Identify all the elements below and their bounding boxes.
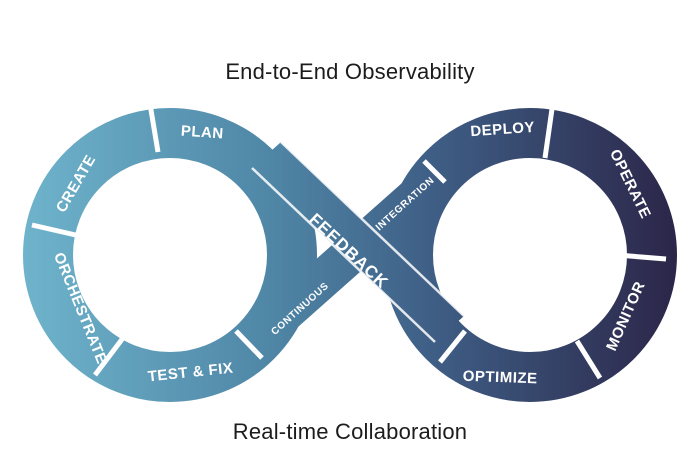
phase-deploy-label: DEPLOY <box>470 119 536 140</box>
right-loop-ring <box>383 108 677 402</box>
phase-plan-label: PLAN <box>180 123 224 143</box>
segment-dividers <box>31 103 667 380</box>
band-feedback <box>251 141 465 343</box>
caption-collaboration: Real-time Collaboration <box>232 419 468 444</box>
left-loop-ring <box>23 108 317 402</box>
caption-observability: End-to-End Observability <box>225 59 475 84</box>
phase-optimize-label: OPTIMIZE <box>462 368 537 388</box>
